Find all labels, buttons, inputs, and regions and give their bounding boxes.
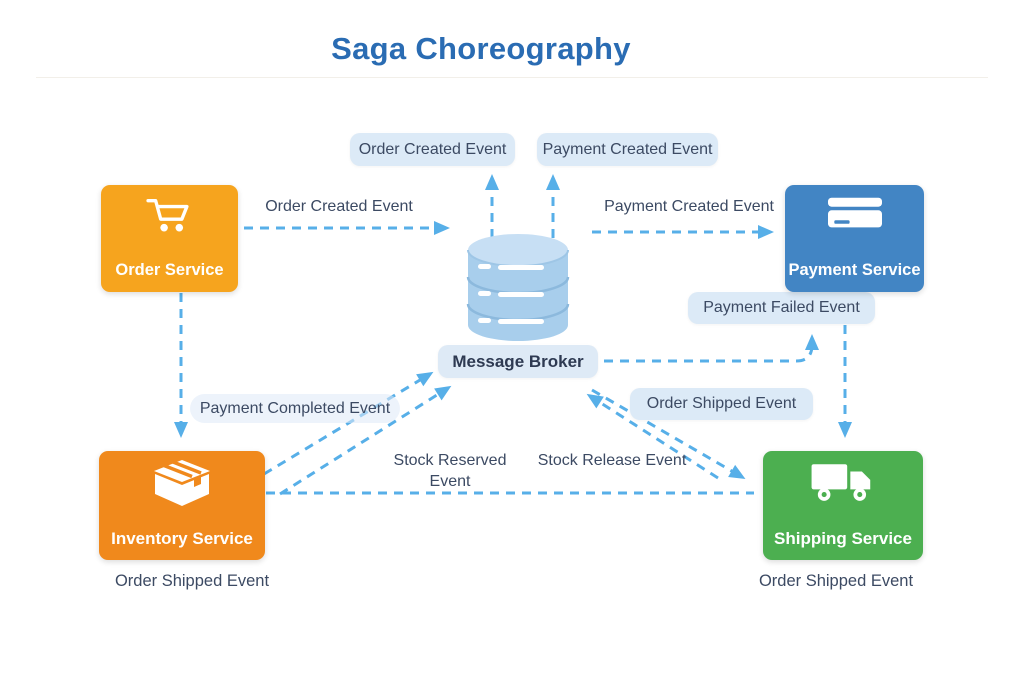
title-divider [36, 77, 988, 78]
arrow-inventory-to-broker-1 [263, 371, 434, 476]
label-payment-completed-event: Payment Completed Event [190, 394, 400, 423]
inventory-service-label: Inventory Service [111, 529, 253, 548]
shipping-service-node: Shipping Service [763, 451, 923, 560]
badge-payment-failed-event: Payment Failed Event [688, 292, 875, 324]
message-broker-label: Message Broker [438, 345, 598, 378]
label-payment-created-event: Payment Created Event [604, 198, 774, 215]
credit-card-icon [827, 197, 882, 228]
inventory-service-node: Inventory Service [99, 451, 265, 560]
label-order-created-event: Order Created Event [265, 198, 413, 215]
truck-icon [811, 464, 871, 501]
shopping-cart-icon [145, 198, 189, 232]
database-icon [466, 234, 570, 341]
order-service-node: Order Service [101, 185, 238, 292]
page-title: Saga Choreography [331, 31, 631, 66]
order-service-label: Order Service [115, 261, 224, 279]
arrow-broker-to-shipping [591, 388, 746, 480]
arrow-broker-to-payment-failed [604, 334, 819, 363]
badge-payment-created-event: Payment Created Event [537, 133, 718, 166]
label-stock-release-event: Stock Release Event [537, 452, 687, 469]
payment-service-node: Payment Service [785, 185, 924, 292]
payment-service-label: Payment Service [788, 261, 921, 279]
badge-order-created-event: Order Created Event [350, 133, 515, 166]
badge-order-shipped-event: Order Shipped Event [630, 388, 813, 420]
label-stock-reserved-event: Stock Reserved Event [393, 452, 507, 490]
arrow-inventory-to-broker-2 [279, 385, 452, 496]
shipping-service-label: Shipping Service [774, 529, 912, 548]
label-order-shipped-event-left: Order Shipped Event [114, 572, 270, 590]
package-icon [154, 460, 210, 506]
label-order-shipped-event-right: Order Shipped Event [758, 572, 914, 590]
